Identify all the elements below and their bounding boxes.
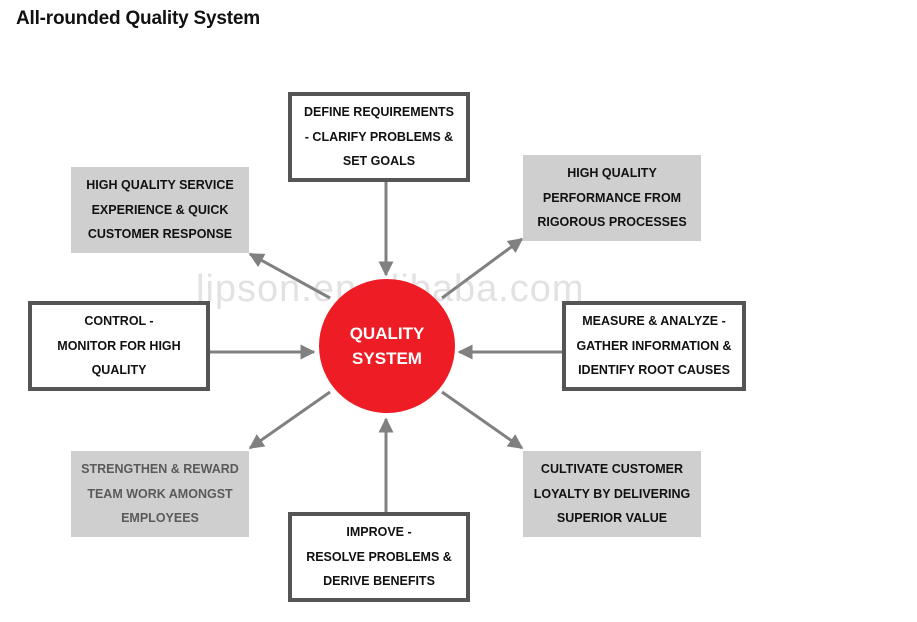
node-cultivate-customer-loyalty: CULTIVATE CUSTOMER LOYALTY BY DELIVERING… — [523, 451, 701, 537]
node-improve: IMPROVE - RESOLVE PROBLEMS & DERIVE BENE… — [288, 512, 470, 602]
arrow-center-to-strengthen — [248, 390, 331, 450]
node-strengthen-teamwork: STRENGTHEN & REWARD TEAM WORK AMONGST EM… — [71, 451, 249, 537]
node-high-quality-performance: HIGH QUALITY PERFORMANCE FROM RIGOROUS P… — [523, 155, 701, 241]
center-label-line1: QUALITY — [349, 324, 425, 343]
center-label-line2: SYSTEM — [352, 349, 422, 368]
arrow-center-to-performance — [441, 237, 524, 300]
node-define-requirements: DEFINE REQUIREMENTS - CLARIFY PROBLEMS &… — [288, 92, 470, 182]
arrow-center-to-service — [248, 252, 331, 300]
node-high-quality-service: HIGH QUALITY SERVICE EXPERIENCE & QUICK … — [71, 167, 249, 253]
arrow-center-to-cultivate — [441, 390, 524, 450]
diagram-title: All-rounded Quality System — [16, 8, 260, 29]
node-measure-analyze: MEASURE & ANALYZE - GATHER INFORMATION &… — [562, 301, 746, 391]
quality-system-circle: QUALITY SYSTEM — [319, 279, 455, 413]
node-control: CONTROL - MONITOR FOR HIGH QUALITY — [28, 301, 210, 391]
